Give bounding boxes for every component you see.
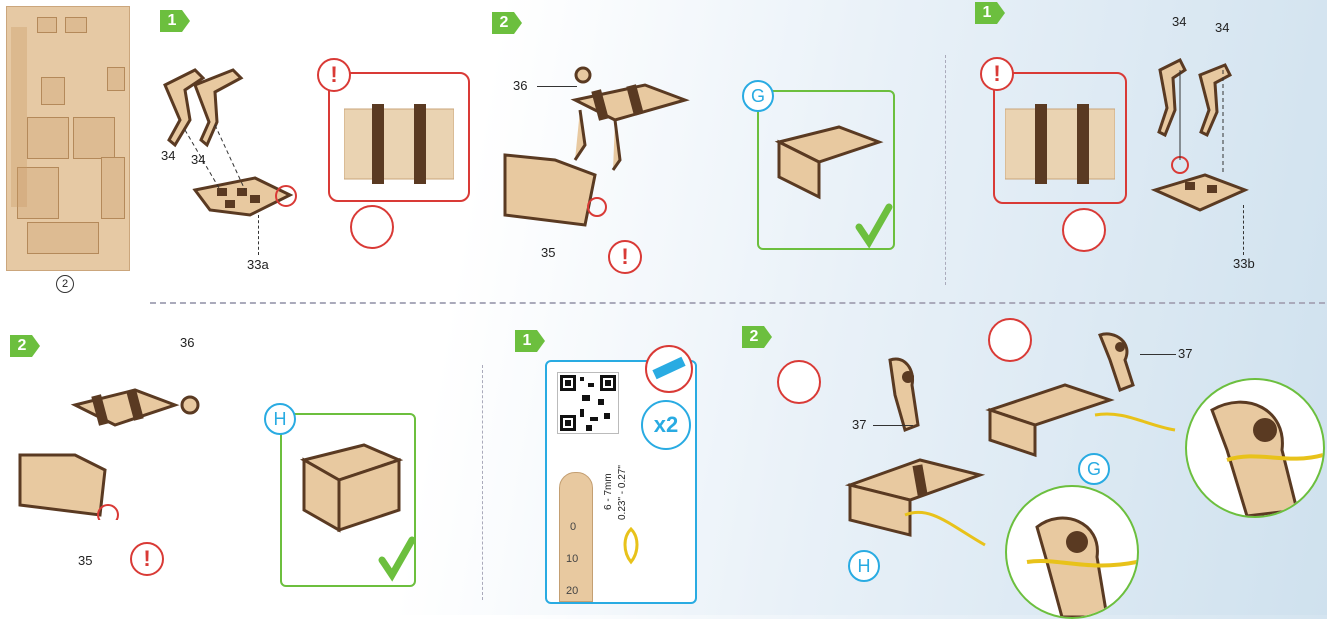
gauge-ruler: 0 10 20: [559, 472, 593, 602]
glue-icon: [350, 205, 394, 249]
part-label: 34: [1172, 14, 1187, 29]
marker-h: H: [848, 550, 880, 582]
step-badge: 1: [515, 330, 545, 352]
warning-detail-box: [328, 72, 470, 202]
qr-code[interactable]: [557, 372, 619, 434]
part-label: 35: [78, 553, 93, 568]
column-divider-top: [945, 55, 946, 285]
leader-line: [1243, 205, 1244, 255]
leader-line: [1140, 354, 1176, 355]
glue-icon: [988, 318, 1032, 362]
zoom-detail-h: [1005, 485, 1139, 619]
result-box-g: [757, 90, 895, 250]
marker-g: G: [742, 80, 774, 112]
zoom-detail-g: [1185, 378, 1325, 518]
part-label: 37: [852, 417, 867, 432]
ruler-tick: 20: [566, 585, 579, 597]
step-badge: 1: [975, 2, 1005, 24]
seat-h-assembly-illustration: [844, 357, 986, 547]
step-badge: 2: [10, 335, 40, 357]
inch-range: 0.23" - 0.27": [617, 465, 628, 520]
glue-icon: [777, 360, 821, 404]
legs-34-illustration: [163, 68, 297, 217]
result-box-h: [280, 413, 416, 587]
part-label: 33a: [247, 257, 269, 272]
seat-36-35-illustration: [503, 66, 690, 227]
leader-line: [537, 86, 577, 87]
glue-icon: [1062, 208, 1106, 252]
part-label: 34: [191, 152, 206, 167]
row-divider: [150, 302, 1325, 304]
column-divider-bottom: [482, 365, 483, 600]
leader-line: [258, 215, 259, 255]
part-label: 34: [161, 148, 176, 163]
step-badge: 2: [492, 12, 522, 34]
warning-detail-box: [993, 72, 1127, 204]
warning-icon: !: [980, 57, 1014, 91]
part-label: 34: [1215, 20, 1230, 35]
part-label: 35: [541, 245, 556, 260]
marker-h: H: [264, 403, 296, 435]
leader-line: [873, 425, 913, 426]
seat-36-35-illustration-b: [18, 388, 200, 520]
warning-icon: !: [608, 240, 642, 274]
ruler-icon: [645, 345, 693, 393]
step-badge: 1: [160, 10, 190, 32]
parts-sheet-thumbnail: [6, 6, 130, 271]
part-label: 33b: [1233, 256, 1255, 271]
ruler-tick: 0: [570, 521, 577, 533]
step-badge: 2: [742, 326, 772, 348]
marker-g: G: [1078, 453, 1110, 485]
part-label: 37: [1178, 346, 1193, 361]
ruler-tick: 10: [566, 553, 579, 565]
part-label: 36: [180, 335, 195, 350]
gauge-card: 0 10 20 6 - 7mm 0.23" - 0.27": [545, 360, 697, 604]
warning-icon: !: [317, 58, 351, 92]
rubber-band-icon: [623, 527, 639, 565]
mm-range: 6 - 7mm: [603, 473, 614, 510]
seat-g-assembly-illustration: [985, 332, 1176, 458]
legs-34-33b-illustration: [1150, 57, 1249, 212]
sheet-number: 2: [56, 275, 74, 293]
warning-icon: !: [130, 542, 164, 576]
multiplier-badge: x2: [641, 400, 691, 450]
part-label: 36: [513, 78, 528, 93]
